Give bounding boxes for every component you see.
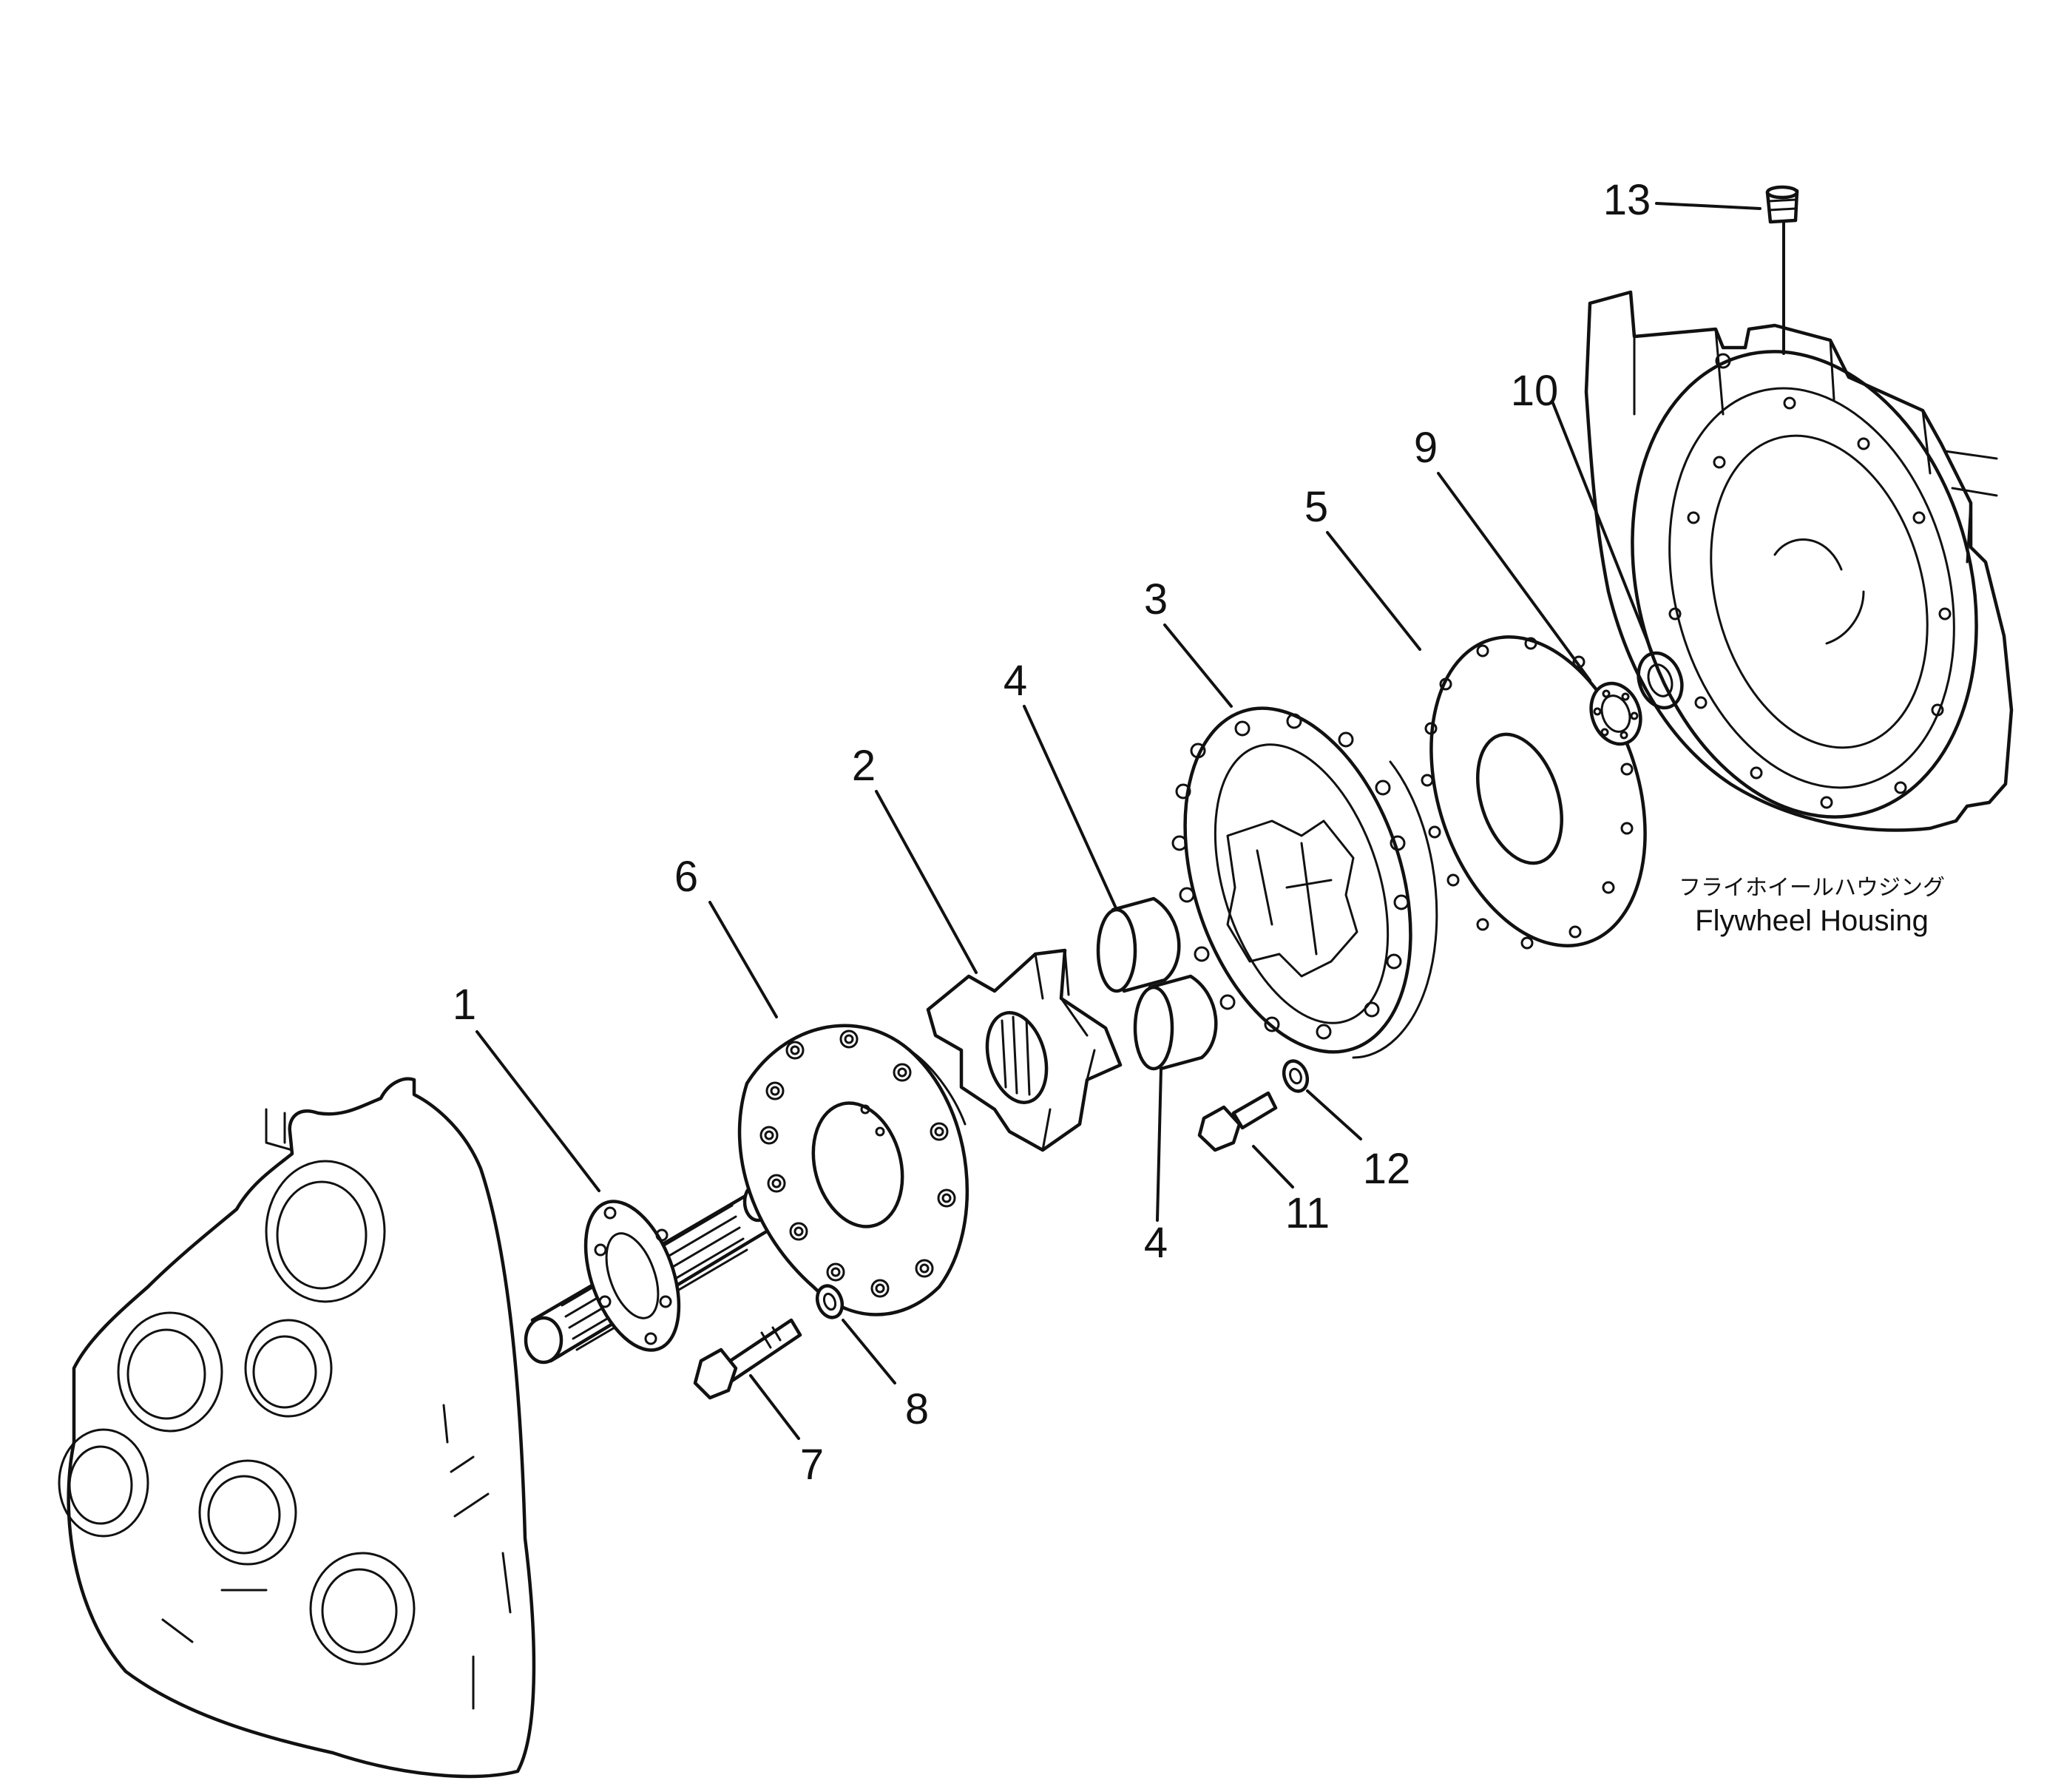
part-1-shaft [524,1181,775,1365]
callout-13: 13 [1603,176,1651,224]
transmission-housing [58,1077,536,1779]
callout-4-lower: 4 [1144,1219,1168,1267]
flywheel-housing-caption: フライホイールハウジング Flywheel Housing [1679,876,1945,937]
caption-english: Flywheel Housing [1695,905,1929,937]
part-12-washer [1282,1059,1310,1093]
callout-labels: 1 2 3 4 4 5 6 7 8 9 10 11 12 13 [453,176,1651,1489]
part-4-rubber-block-upper [1096,896,1181,993]
callout-2: 2 [852,742,876,790]
callout-6: 6 [674,853,698,901]
part-7-bolt [693,1318,802,1400]
callout-9: 9 [1414,424,1438,472]
callout-12: 12 [1363,1145,1411,1193]
part-6-disc-plate [737,1024,969,1316]
part-4-rubber-block-lower [1133,974,1218,1071]
callout-7: 7 [800,1441,824,1489]
flywheel-housing [1584,290,2014,832]
part-3-coupling-housing [1171,706,1438,1059]
callout-10: 10 [1511,367,1559,415]
callout-3: 3 [1144,575,1168,623]
part-8-washer [815,1284,845,1319]
callout-5: 5 [1304,483,1328,531]
callout-1: 1 [453,981,476,1029]
part-13-plug [1765,185,1799,224]
part-11-bolt [1197,1091,1278,1152]
caption-japanese: フライホイールハウジング [1679,876,1945,900]
leader-lines [476,202,1785,1440]
callout-11: 11 [1285,1189,1330,1237]
part-2-coupling-spider [926,948,1123,1152]
callout-4-upper: 4 [1004,657,1027,705]
callout-8: 8 [905,1385,929,1433]
part-9-bearing [1589,681,1642,746]
